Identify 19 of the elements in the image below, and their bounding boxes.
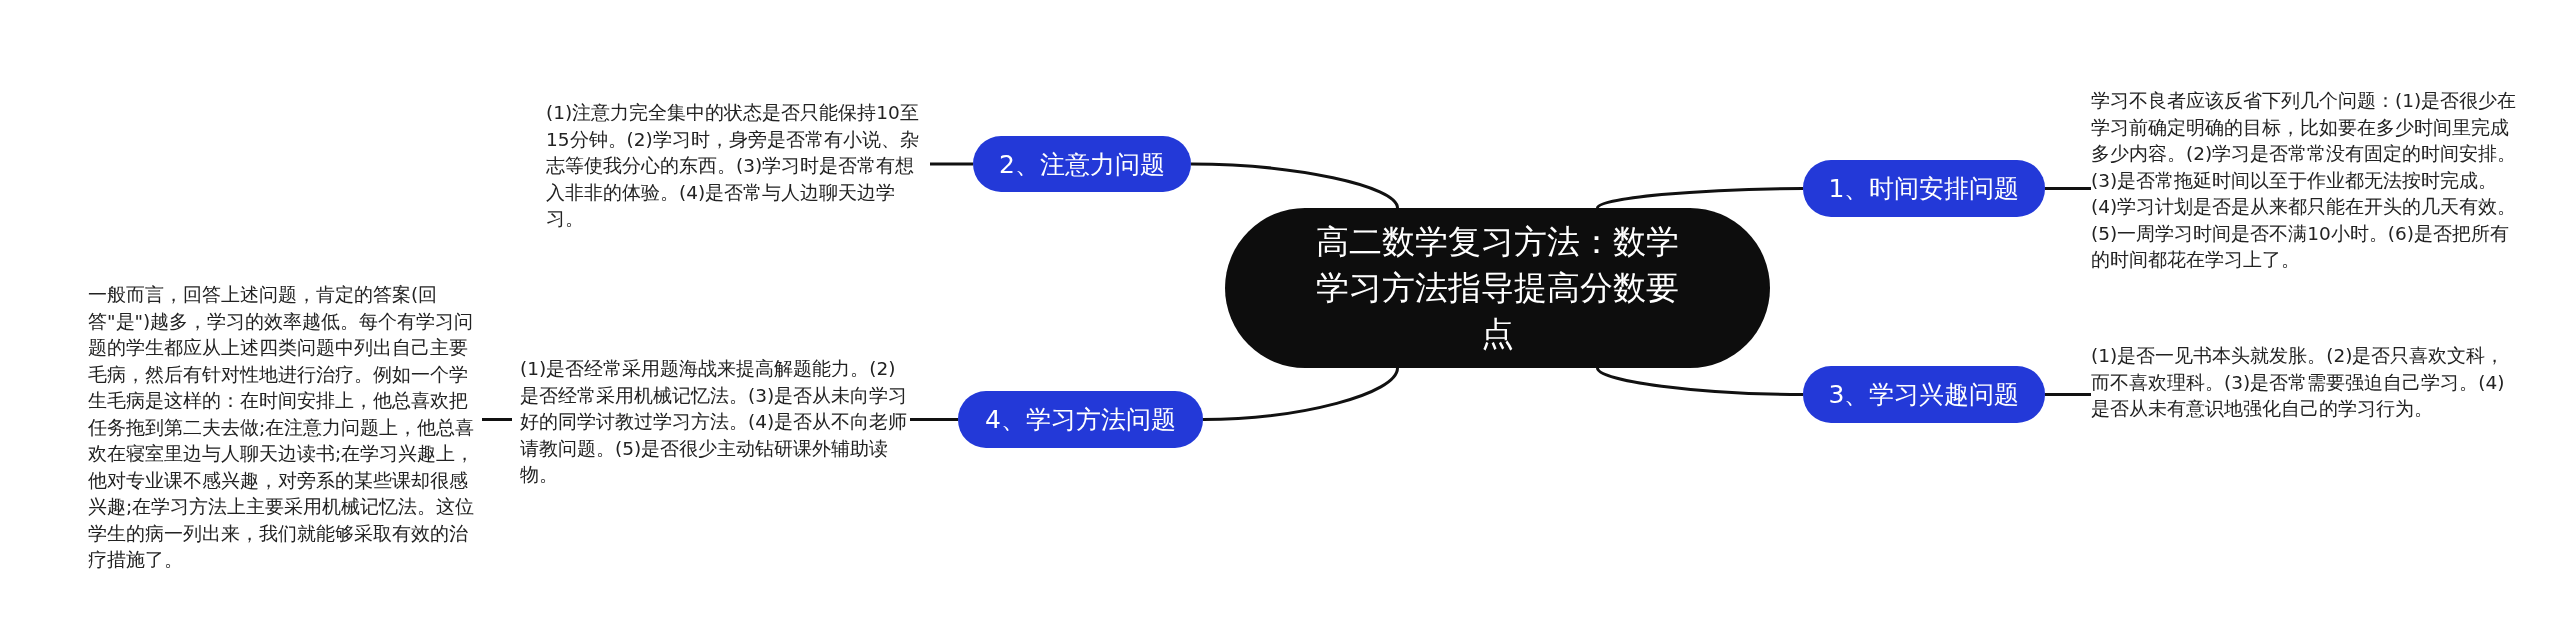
topic-pill: 3、学习兴趣问题 xyxy=(1803,366,2045,423)
connector-line xyxy=(1596,187,1803,209)
note-text: 一般而言，回答上述问题，肯定的答案(回答"是")越多，学习的效率越低。每个有学习问题的学生都应从上述四类问题中列出自己主要毛病，然后有针对性地进行治疗。例如一个学生毛病是这样的：在时间安排上，他总喜欢把任务拖到第二夫去做;在注意力问题上，他总喜欢在寝室里边与人聊天边读书;在学习兴趣上，他对专业课不感兴趣，对旁系的某些课却很感兴趣;在学习方法上主要采用机械记忆法。这位学生的病一列出来，我们就能够采取有效的治疗措施了。 xyxy=(88,282,483,574)
topic-pill: 4、学习方法问题 xyxy=(958,391,1203,448)
connector-line xyxy=(1190,162,1399,209)
connector-line xyxy=(910,418,958,421)
connector-line xyxy=(482,418,512,421)
topic-pill: 1、时间安排问题 xyxy=(1803,160,2045,217)
connector-line xyxy=(2045,393,2091,396)
note-text: (1)注意力完全集中的状态是否只能保持10至15分钟。(2)学习时，身旁是否常有小说、杂志等使我分心的东西。(3)学习时是否常有想入非非的体验。(4)是否常与人边聊天边学习。 xyxy=(546,100,930,233)
connector-line xyxy=(2045,187,2091,190)
central-topic: 高二数学复习方法：数学学习方法指导提高分数要点 xyxy=(1225,208,1770,368)
connector-line xyxy=(1596,367,1803,396)
note-text: 学习不良者应该反省下列几个问题：(1)是否很少在学习前确定明确的目标，比如要在多少时间里完成多少内容。(2)学习是否常常没有固定的时间安排。(3)是否常拖延时间以至于作业都无法按时完成。(4)学习计划是否是从来都只能在开头的几天有效。(5)一周学习时间是否不满10小时。(6)是否把所有的时间都花在学习上了。 xyxy=(2091,88,2521,274)
topic-pill: 2、注意力问题 xyxy=(973,136,1191,192)
connector-line xyxy=(1202,367,1399,421)
note-text: (1)是否一见书本头就发胀。(2)是否只喜欢文科，而不喜欢理科。(3)是否常需要强迫自己学习。(4)是否从未有意识地强化自己的学习行为。 xyxy=(2091,343,2521,423)
note-text: (1)是否经常采用题海战来提高解题能力。(2)是否经常采用机械记忆法。(3)是否从未向学习好的同学讨教过学习方法。(4)是否从不向老师请教问题。(5)是否很少主动钻研课外辅助读物。 xyxy=(520,356,910,489)
connector-line xyxy=(930,162,973,166)
